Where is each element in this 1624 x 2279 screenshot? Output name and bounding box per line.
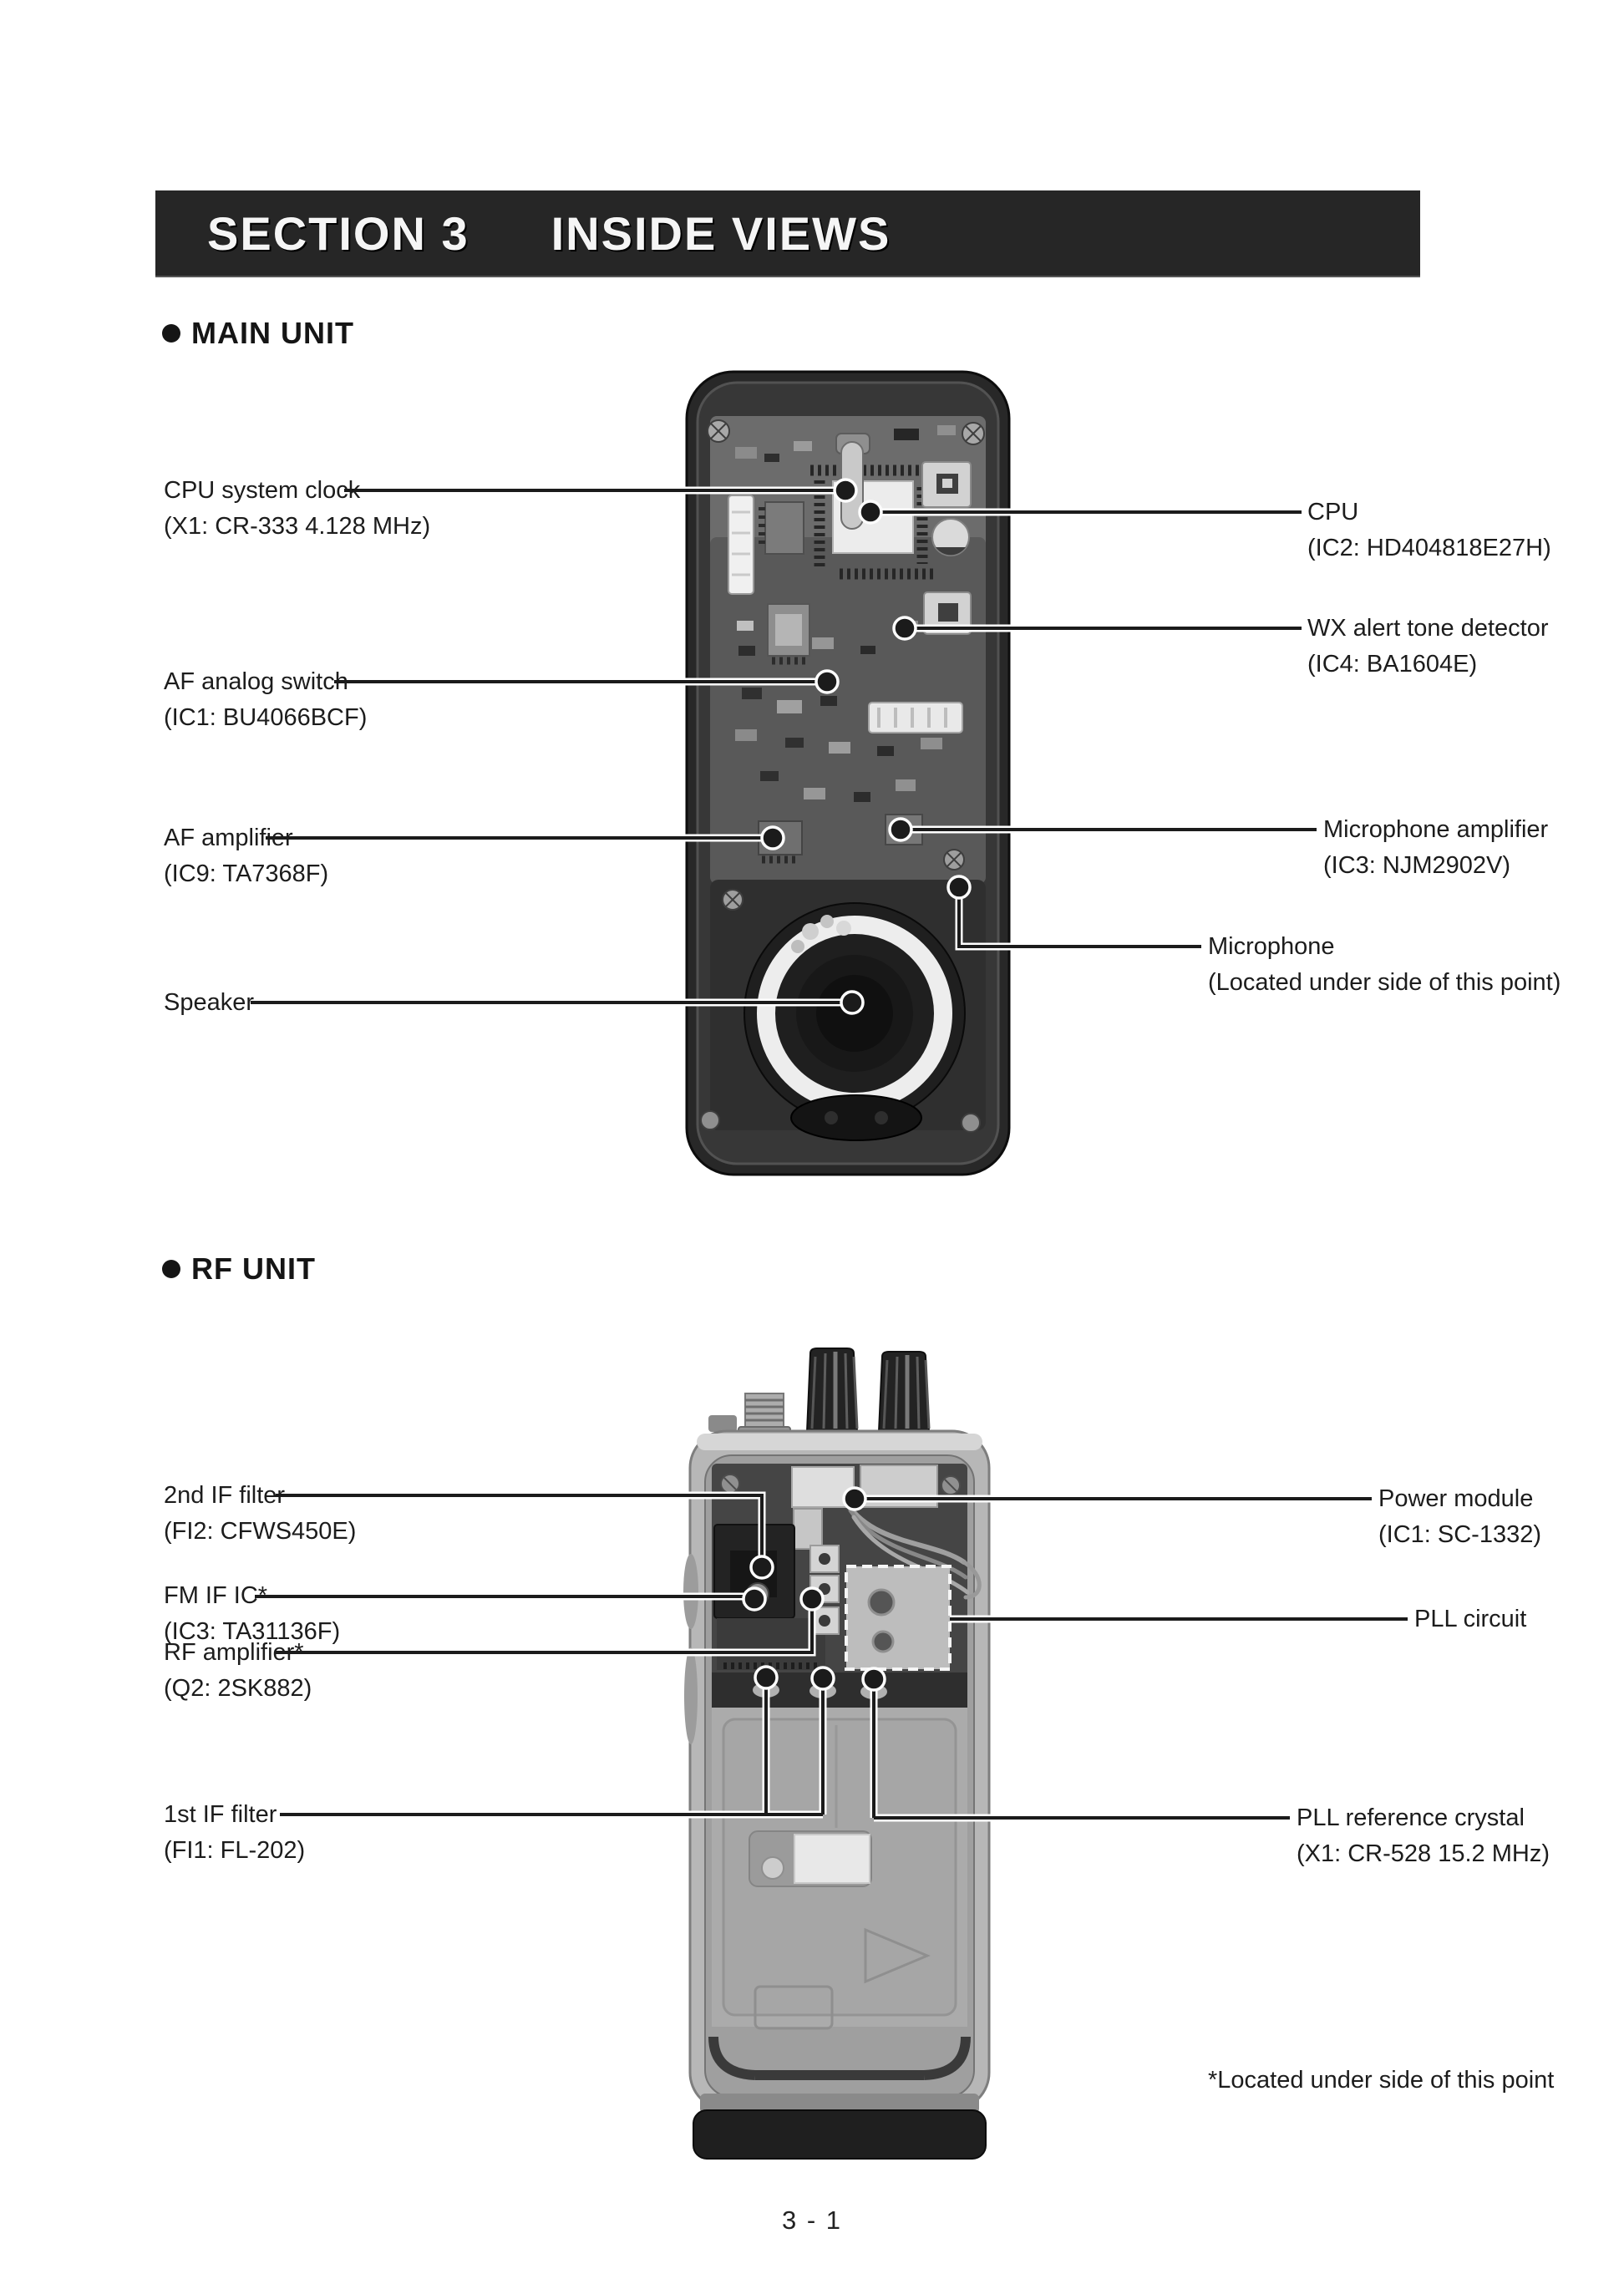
callout-label: Microphone <box>1208 933 1335 960</box>
callout-2nd-if-filter: 2nd IF filter (FI2: CFWS450E) <box>164 1478 356 1550</box>
callout-part: (X1: CR-528 15.2 MHz) <box>1297 1840 1550 1867</box>
section-title: INSIDE VIEWS <box>551 206 891 260</box>
volume-knob <box>805 1348 859 1433</box>
wiring-harness <box>845 1501 982 1600</box>
callout-part: (IC2: HD404818E27H) <box>1307 535 1551 561</box>
callout-microphone: Microphone (Located under side of this p… <box>1208 929 1561 1001</box>
callout-1st-if-filter: 1st IF filter (FI1: FL-202) <box>164 1797 305 1869</box>
battery-cover <box>712 1708 967 2030</box>
callout-label: WX alert tone detector <box>1307 615 1549 642</box>
main-unit-heading: MAIN UNIT <box>162 316 354 351</box>
callout-part: (IC1: BU4066BCF) <box>164 704 368 731</box>
callout-pll-circuit: PLL circuit <box>1414 1601 1526 1637</box>
callout-cpu-system-clock: CPU system clock (X1: CR-333 4.128 MHz) <box>164 473 430 545</box>
callout-speaker: Speaker <box>164 985 254 1021</box>
rf-unit-heading-label: RF UNIT <box>191 1251 316 1286</box>
section-number: SECTION 3 <box>207 206 469 260</box>
callout-part: (X1: CR-333 4.128 MHz) <box>164 513 431 540</box>
callout-af-analog-switch: AF analog switch (IC1: BU4066BCF) <box>164 664 367 736</box>
callout-label: CPU <box>1307 499 1359 525</box>
pll-shield-box <box>845 1565 952 1671</box>
callout-label: RF amplifier* <box>164 1639 304 1666</box>
pcb-bottom-strip <box>712 1672 967 1708</box>
callout-part: (IC9: TA7368F) <box>164 860 329 887</box>
bullet-icon <box>162 324 180 343</box>
rf-unit-heading: RF UNIT <box>162 1251 316 1287</box>
main-unit-photo <box>685 370 1011 1176</box>
callout-label: CPU system clock <box>164 477 361 504</box>
rf-unit-photo <box>683 1348 991 2160</box>
callout-part: (IC4: BA1604E) <box>1307 651 1478 678</box>
main-unit-heading-label: MAIN UNIT <box>191 316 354 350</box>
flat-cable-connector <box>728 495 754 595</box>
callout-af-amplifier: AF amplifier (IC9: TA7368F) <box>164 820 328 892</box>
callout-part: (IC3: NJM2902V) <box>1323 852 1511 879</box>
test-pads <box>809 1545 840 1635</box>
case-bottom <box>693 2036 987 2160</box>
callout-label: FM IF IC* <box>164 1582 268 1609</box>
callout-label: PLL circuit <box>1414 1606 1527 1632</box>
callout-label: 2nd IF filter <box>164 1482 286 1509</box>
callout-label: Microphone amplifier <box>1323 816 1549 843</box>
callout-part: (IC3: TA31136F) <box>164 1618 341 1645</box>
speaker <box>743 902 966 1124</box>
callout-label: AF analog switch <box>164 668 348 695</box>
callout-label: PLL reference crystal <box>1297 1804 1525 1831</box>
callout-part: (Located under side of this point) <box>1208 969 1561 996</box>
side-switches <box>921 461 972 635</box>
callout-label: Speaker <box>164 989 255 1016</box>
footnote: *Located under side of this point <box>1208 2067 1555 2094</box>
callout-part: (FI2: CFWS450E) <box>164 1518 357 1545</box>
callout-pll-reference-crystal: PLL reference crystal (X1: CR-528 15.2 M… <box>1297 1800 1550 1872</box>
bullet-icon <box>162 1260 180 1278</box>
callout-rf-amplifier: RF amplifier* (Q2: 2SK882) <box>164 1635 312 1707</box>
section-header-bar: SECTION 3 INSIDE VIEWS <box>155 190 1420 276</box>
bottom-port <box>790 1094 922 1141</box>
callout-part: (FI1: FL-202) <box>164 1837 306 1864</box>
callout-label: 1st IF filter <box>164 1801 277 1828</box>
page-number: 3 - 1 <box>781 2205 843 2235</box>
callout-fm-if-ic: FM IF IC* (IC3: TA31136F) <box>164 1578 340 1650</box>
electrolytic-capacitor <box>931 518 970 556</box>
wire-connector <box>868 702 963 733</box>
callout-part: (Q2: 2SK882) <box>164 1675 312 1702</box>
callout-wx-alert-tone-detector: WX alert tone detector (IC4: BA1604E) <box>1307 611 1549 683</box>
callout-microphone-amplifier: Microphone amplifier (IC3: NJM2902V) <box>1323 812 1548 884</box>
callout-cpu: CPU (IC2: HD404818E27H) <box>1307 495 1551 566</box>
callout-label: AF amplifier <box>164 825 293 851</box>
callout-part: (IC1: SC-1332) <box>1378 1521 1542 1548</box>
callout-power-module: Power module (IC1: SC-1332) <box>1378 1481 1541 1553</box>
corner-screws <box>700 419 985 1133</box>
channel-knob <box>877 1351 931 1433</box>
callout-label: Power module <box>1378 1485 1534 1512</box>
